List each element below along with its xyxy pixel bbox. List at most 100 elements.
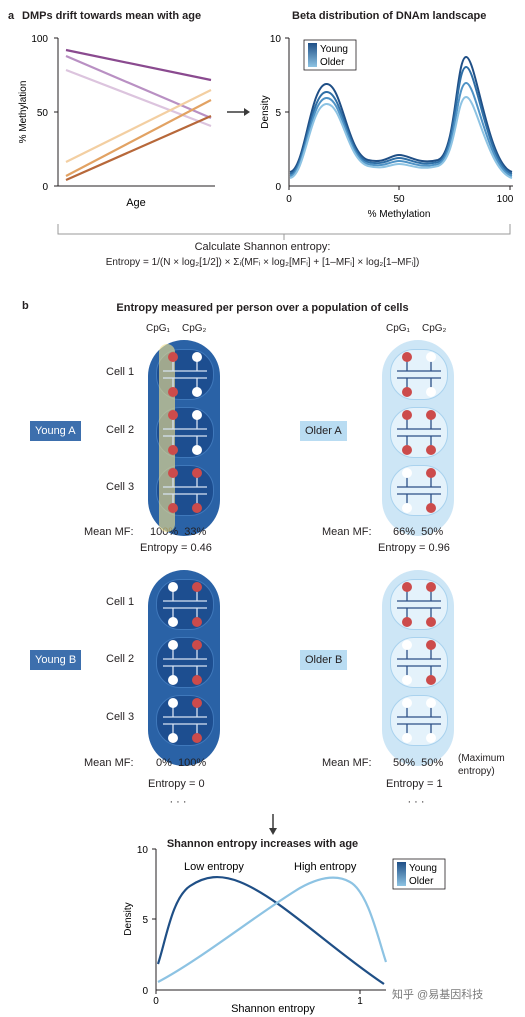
cell-label: Cell 3 xyxy=(106,481,135,493)
drift-line xyxy=(65,54,212,120)
panel-b-letter: b xyxy=(22,300,29,312)
entropy-x-label: Shannon entropy xyxy=(231,1003,315,1015)
unmethylated-site xyxy=(402,640,412,650)
cell xyxy=(156,465,214,516)
panel-a-left-title: DMPs drift towards mean with age xyxy=(22,10,202,22)
mean-mf-label: Mean MF: xyxy=(84,757,134,769)
methylated-site xyxy=(426,503,436,513)
dna-strand-icon xyxy=(397,640,441,685)
cell xyxy=(390,579,448,630)
beta-x-label: % Methylation xyxy=(368,209,431,220)
older-a-label: Older A xyxy=(300,421,347,441)
young-b-label: Young B xyxy=(30,650,82,670)
drift-line xyxy=(65,48,212,82)
beta-legend-gradient xyxy=(308,43,317,67)
unmethylated-site xyxy=(168,582,178,592)
older-a-entropy: Entropy = 0.96 xyxy=(378,542,450,554)
methylated-site xyxy=(426,468,436,478)
methylated-site xyxy=(192,640,202,650)
beta-y-tick-label: 5 xyxy=(275,108,281,119)
older-b-mean-mf: 50% 50% xyxy=(393,757,444,769)
methylated-site xyxy=(402,617,412,627)
methylated-site xyxy=(192,675,202,685)
young-a-entropy: Entropy = 0.46 xyxy=(140,542,212,554)
dna-strand-icon xyxy=(397,352,441,397)
methylated-site xyxy=(168,503,178,513)
methylated-site xyxy=(192,582,202,592)
mean-mf-label: Mean MF: xyxy=(84,526,134,538)
dna-strand-icon xyxy=(397,698,441,743)
cell xyxy=(156,637,214,688)
dna-strand-icon xyxy=(163,410,207,455)
beta-curve xyxy=(289,82,513,177)
cpg2-label: CpG₂ xyxy=(422,323,447,334)
arrow-down-icon xyxy=(269,814,277,835)
cell xyxy=(390,637,448,688)
methylated-site xyxy=(192,733,202,743)
entropy-curve-older xyxy=(157,876,388,983)
panel-c-title: Shannon entropy increases with age xyxy=(166,838,359,850)
young-a-mean-mf: 100% 33% xyxy=(150,526,207,538)
methylated-site xyxy=(168,445,178,455)
entropy-legend-young: Young xyxy=(409,863,437,874)
panel-a-letter: a xyxy=(8,10,15,22)
unmethylated-site xyxy=(192,352,202,362)
dna-strand-icon xyxy=(397,468,441,513)
unmethylated-site xyxy=(426,387,436,397)
methylated-site xyxy=(192,617,202,627)
dna-strand-icon xyxy=(163,698,207,743)
unmethylated-site xyxy=(168,698,178,708)
unmethylated-site xyxy=(426,352,436,362)
cpg2-label: CpG₂ xyxy=(182,323,207,334)
older-b-label: Older B xyxy=(300,650,348,670)
cpg1-label: CpG₁ xyxy=(386,323,410,334)
formula-bracket xyxy=(57,224,511,235)
drift-y-label: % Methylation xyxy=(18,81,29,144)
entropy-x-tick-label: 1 xyxy=(357,996,363,1007)
beta-distribution-chart: 10 5 0 0 50 100 Density % Methylation Yo… xyxy=(260,34,514,220)
cell xyxy=(390,695,448,746)
dna-strand-icon xyxy=(163,468,207,513)
unmethylated-site xyxy=(426,733,436,743)
cell xyxy=(390,349,448,400)
entropy-curve-young xyxy=(156,876,385,985)
beta-curve-older xyxy=(289,96,513,179)
young-b-mean-mf: 0% 100% xyxy=(156,757,207,769)
entropy-legend-gradient xyxy=(397,862,406,886)
panel-a-right-title: Beta distribution of DNAm landscape xyxy=(292,10,487,22)
cell xyxy=(156,349,214,400)
unmethylated-site xyxy=(402,698,412,708)
unmethylated-site xyxy=(402,675,412,685)
drift-y-tick-label: 50 xyxy=(37,108,49,119)
beta-x-tick-label: 100 xyxy=(497,194,514,205)
cell xyxy=(156,407,214,458)
beta-y-tick-label: 0 xyxy=(275,182,281,193)
cell xyxy=(390,407,448,458)
cell-label: Cell 3 xyxy=(106,711,135,723)
young-b-entropy: Entropy = 0 xyxy=(148,778,205,790)
methylated-site xyxy=(168,468,178,478)
methylated-site xyxy=(402,387,412,397)
dna-strand-icon xyxy=(397,582,441,627)
young-b-cell-population xyxy=(148,570,220,766)
drift-chart: 100 50 0 % Methylation Age xyxy=(18,34,215,209)
unmethylated-site xyxy=(402,733,412,743)
beta-legend-young: Young xyxy=(320,44,348,55)
cell xyxy=(390,465,448,516)
unmethylated-site xyxy=(168,733,178,743)
dna-strand-icon xyxy=(163,352,207,397)
methylated-site xyxy=(402,410,412,420)
beta-legend-older: Older xyxy=(320,57,345,68)
unmethylated-site xyxy=(192,445,202,455)
cell-label: Cell 2 xyxy=(106,653,135,665)
panel-b-title: Entropy measured per person over a popul… xyxy=(116,302,409,314)
unmethylated-site xyxy=(168,617,178,627)
drift-line xyxy=(65,68,212,128)
beta-curve xyxy=(289,65,513,175)
entropy-x-tick-label: 0 xyxy=(153,996,159,1007)
cell xyxy=(156,579,214,630)
arrow-right-icon xyxy=(227,108,250,116)
drift-y-tick-label: 100 xyxy=(31,34,48,45)
unmethylated-site xyxy=(192,387,202,397)
dna-strand-icon xyxy=(397,410,441,455)
